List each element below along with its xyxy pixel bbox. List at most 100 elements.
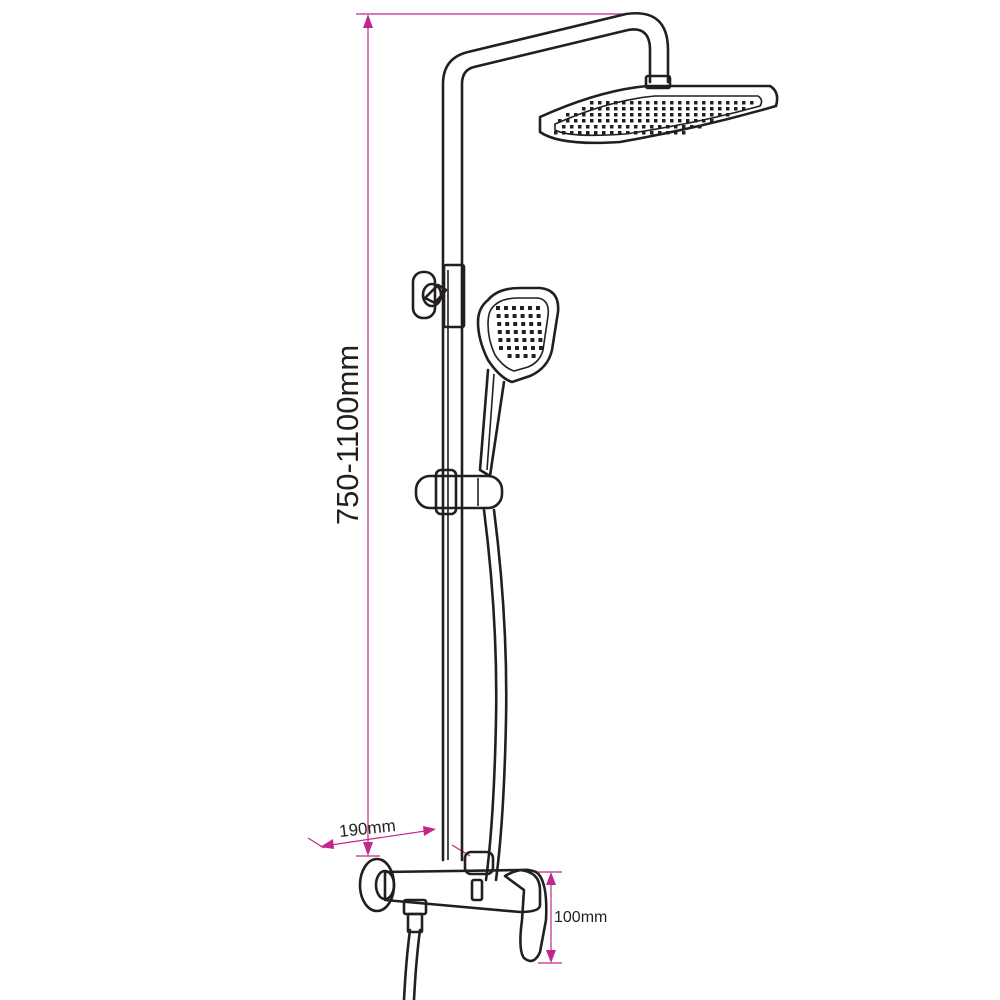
nozzle (531, 354, 536, 358)
nozzle (614, 113, 618, 117)
upper-bracket-arm (423, 283, 448, 305)
nozzle (718, 107, 722, 111)
nozzle (578, 131, 582, 135)
nozzle (614, 119, 618, 123)
mixer-height-dimension: 100mm (538, 871, 607, 964)
nozzle (521, 330, 526, 334)
rain-shower-head (538, 74, 779, 145)
nozzle (618, 131, 622, 135)
spout-arrow-left (320, 839, 334, 849)
nozzle (694, 107, 698, 111)
nozzle (606, 101, 610, 105)
nozzle (505, 322, 510, 326)
nozzle (598, 119, 602, 123)
nozzle (566, 119, 570, 123)
nozzle (742, 101, 746, 105)
nozzle (646, 101, 650, 105)
nozzle (662, 101, 666, 105)
height-dimension: 750-1100mm (330, 13, 632, 857)
nozzle (638, 119, 642, 123)
nozzle (682, 131, 686, 135)
nozzle (678, 101, 682, 105)
nozzle (734, 107, 738, 111)
nozzle (513, 322, 518, 326)
nozzle (582, 107, 586, 111)
nozzle (694, 119, 698, 123)
upper-bracket-clamp (442, 263, 466, 329)
nozzle (590, 107, 594, 111)
nozzle (610, 125, 614, 129)
hand-shower-head (476, 286, 560, 384)
nozzle (529, 322, 534, 326)
hand-shower (476, 286, 560, 478)
nozzle (582, 113, 586, 117)
nozzle (606, 119, 610, 123)
nozzle (566, 113, 570, 117)
nozzle (666, 125, 670, 129)
nozzle (622, 119, 626, 123)
spout-arrow-right (423, 826, 436, 836)
nozzle (618, 125, 622, 129)
nozzle (638, 101, 642, 105)
nozzle (674, 131, 678, 135)
nozzle (734, 101, 738, 105)
nozzle (678, 119, 682, 123)
nozzle (666, 131, 670, 135)
rain-head-nozzles (554, 101, 754, 135)
height-arrow-bottom (363, 842, 373, 856)
nozzle (698, 125, 702, 129)
mixer-arrow-bottom (546, 950, 556, 963)
nozzle (630, 119, 634, 123)
nozzle (578, 125, 582, 129)
nozzle (531, 346, 535, 350)
nozzle (670, 101, 674, 105)
rain-head-connector (644, 74, 672, 90)
nozzle (570, 131, 574, 135)
nozzle (654, 107, 658, 111)
nozzle (630, 101, 634, 105)
nozzle (554, 131, 558, 135)
nozzle (594, 125, 598, 129)
nozzle (507, 346, 511, 350)
nozzle (702, 113, 706, 117)
nozzle (614, 107, 618, 111)
nozzle (598, 101, 602, 105)
nozzle (538, 338, 543, 342)
nozzle (512, 314, 517, 318)
upper-wall-bracket (411, 263, 466, 329)
nozzle (678, 107, 682, 111)
nozzle (570, 125, 574, 129)
nozzle (686, 101, 690, 105)
nozzle (742, 107, 746, 111)
nozzle (694, 113, 698, 117)
mixer-height-label: 100mm (554, 909, 607, 926)
nozzle (634, 125, 638, 129)
nozzle (626, 125, 630, 129)
nozzle (520, 306, 524, 310)
nozzle (606, 107, 610, 111)
nozzle (574, 119, 578, 123)
nozzle (504, 306, 508, 310)
nozzle (515, 346, 519, 350)
nozzle (686, 107, 690, 111)
nozzle (610, 131, 614, 135)
spout-length-dimension: 190mm (307, 816, 471, 857)
shower-hose (402, 508, 508, 1000)
nozzle (662, 119, 666, 123)
nozzle (638, 113, 642, 117)
nozzle (662, 107, 666, 111)
nozzle (646, 107, 650, 111)
nozzle (574, 113, 578, 117)
mixer-lever-handle (503, 868, 548, 963)
nozzle (523, 346, 527, 350)
spout-length-label: 190mm (338, 816, 396, 841)
nozzle (686, 113, 690, 117)
nozzle (674, 125, 678, 129)
nozzle (726, 101, 730, 105)
nozzle (594, 131, 598, 135)
slide-holder-clip (434, 468, 458, 516)
nozzle (521, 322, 526, 326)
nozzle (630, 107, 634, 111)
nozzle (512, 306, 516, 310)
